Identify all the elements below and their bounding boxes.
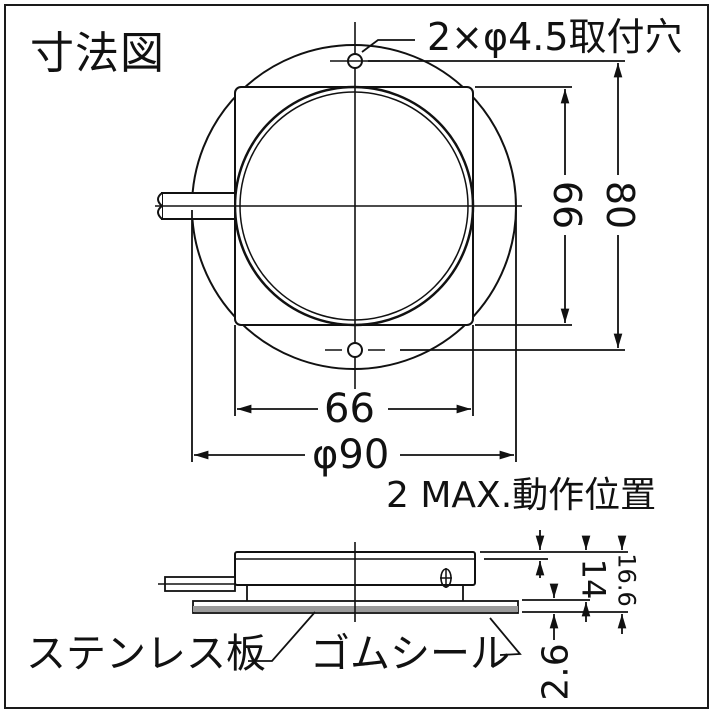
rubber-seal-label: ゴムシール xyxy=(310,631,510,677)
dim-total-height: 16.6 xyxy=(612,553,641,607)
side-view xyxy=(158,530,628,662)
dim-plate-thickness: 2.6 xyxy=(535,643,577,701)
drawing-title: 寸法図 xyxy=(30,28,165,79)
top-view xyxy=(155,22,625,462)
max-operating-position-note: 2 MAX.動作位置 xyxy=(386,475,657,516)
stainless-plate-label: ステンレス板 xyxy=(26,631,266,677)
dim-outer-diameter: φ90 xyxy=(306,435,396,475)
dim-square-width: 66 xyxy=(318,389,381,429)
mounting-hole-bottom xyxy=(347,342,363,358)
dim-hole-pitch: 80 xyxy=(598,180,643,230)
drawing-frame xyxy=(4,4,709,709)
dim-square-height: 66 xyxy=(545,180,590,230)
dim-body-height: 14 xyxy=(574,558,613,600)
mounting-hole-note: 2×φ4.5取付穴 xyxy=(427,15,683,59)
